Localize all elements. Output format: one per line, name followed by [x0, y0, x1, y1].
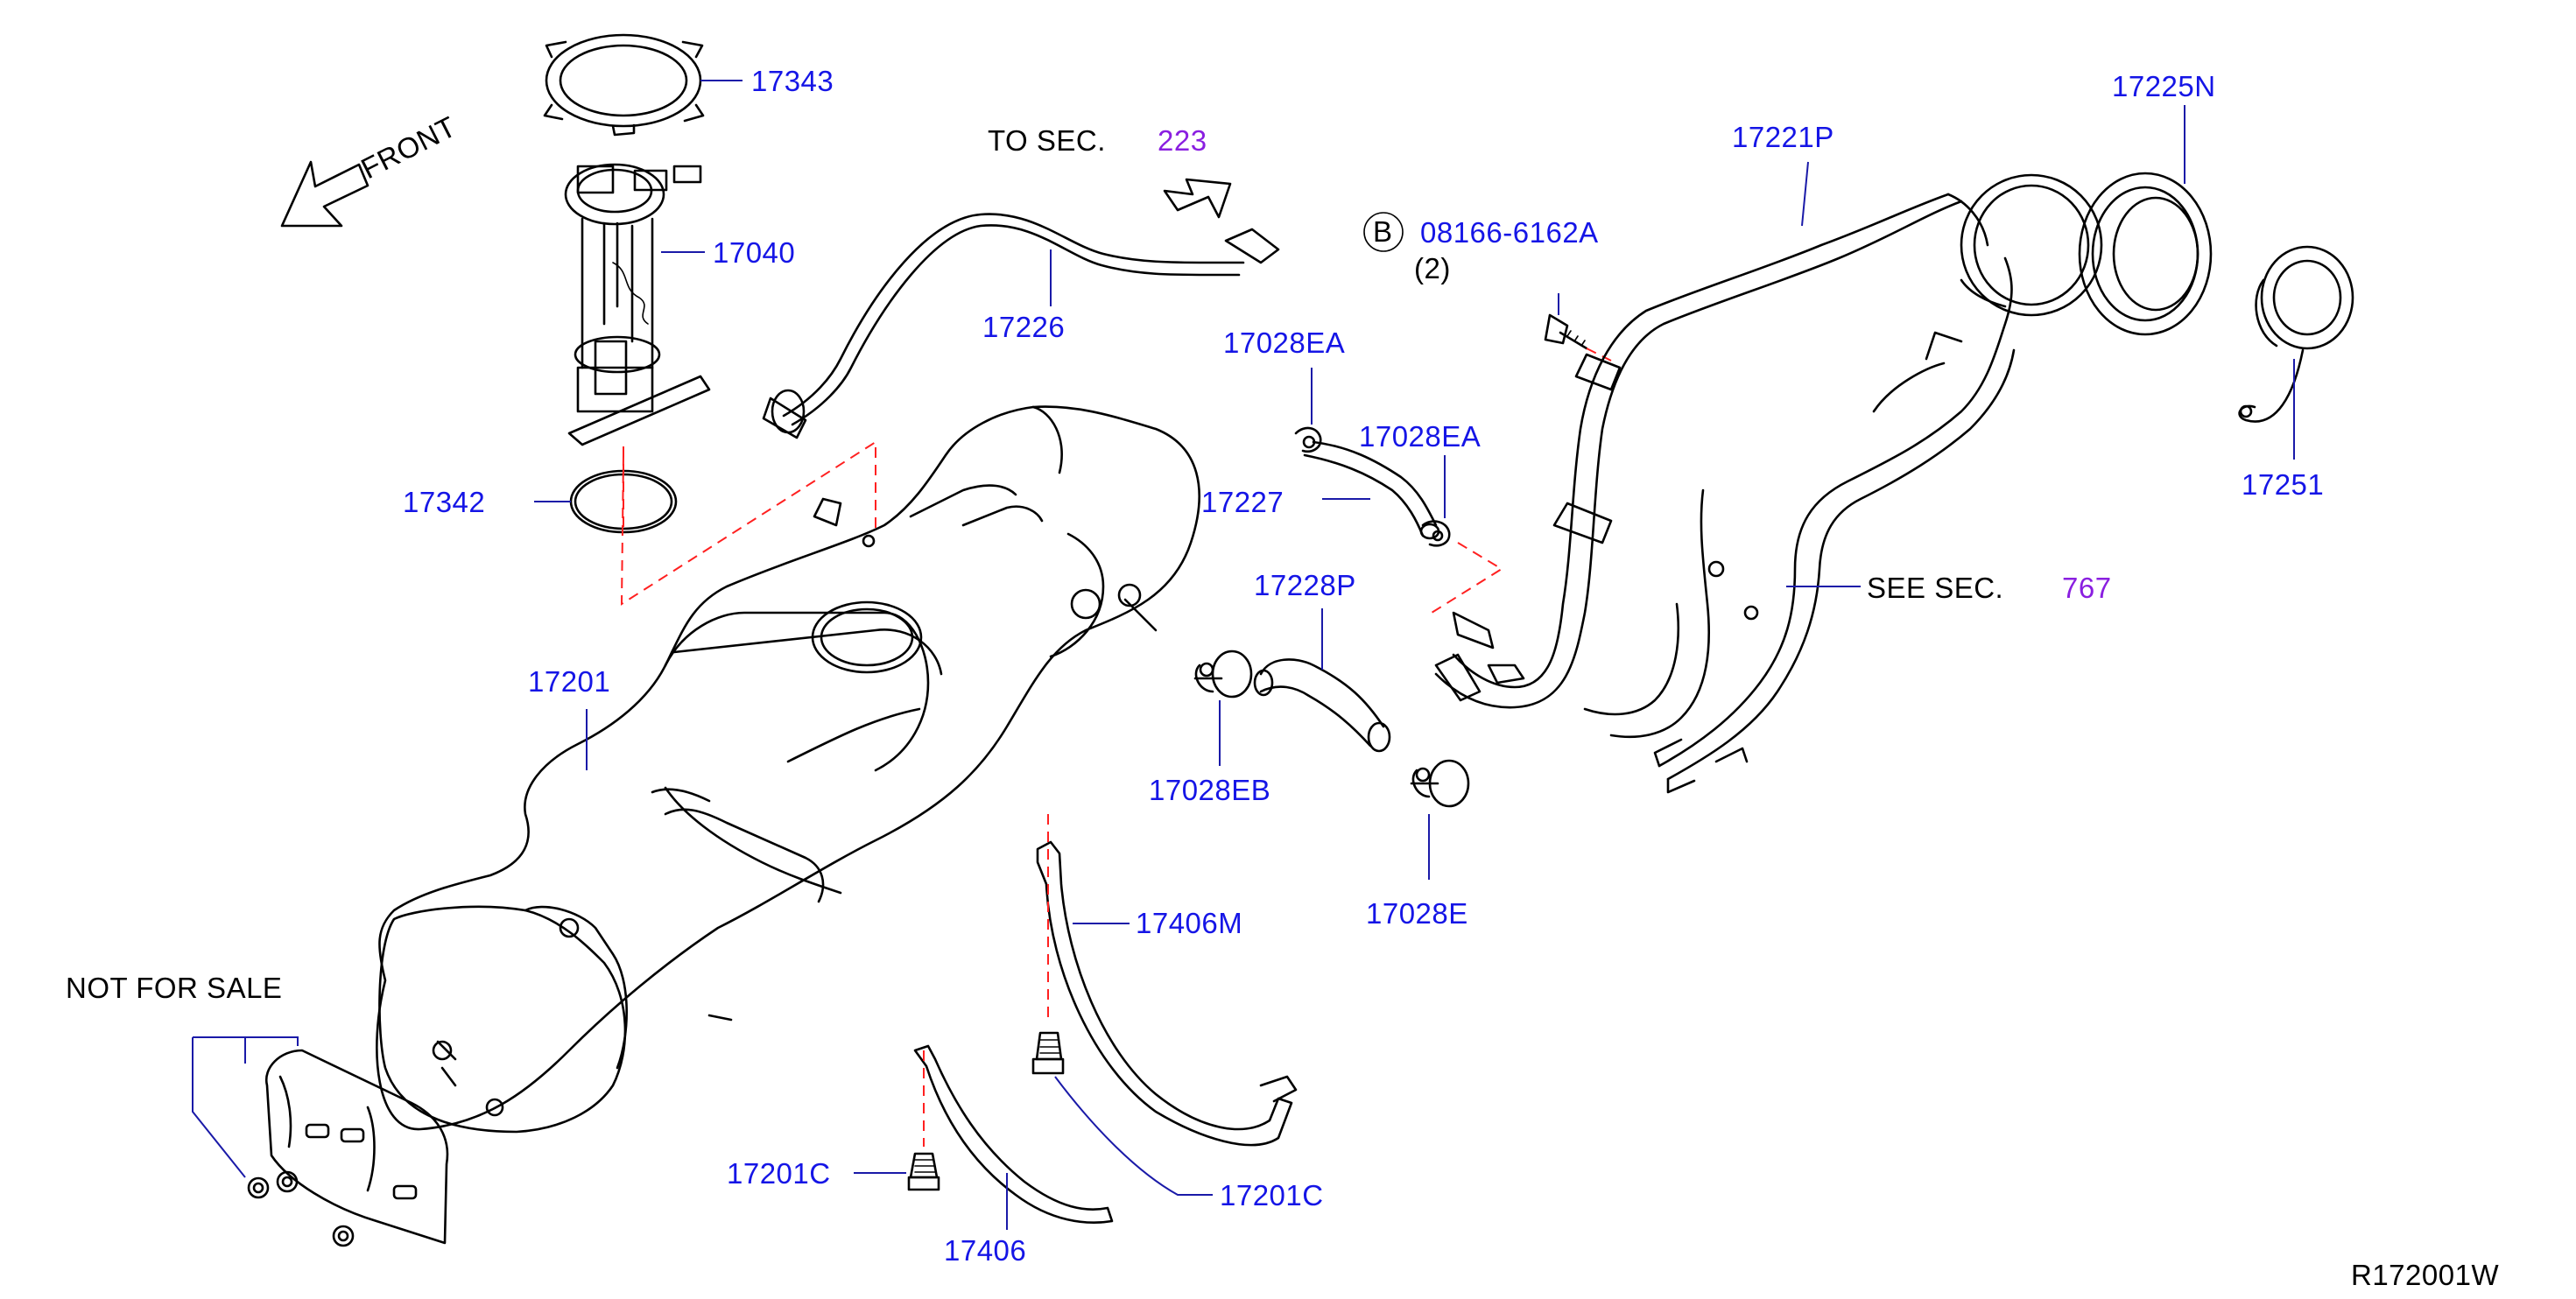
part-label-17028E[interactable]: 17028E [1366, 897, 1468, 930]
part-label-17228P[interactable]: 17228P [1254, 569, 1356, 601]
part-label-17040[interactable]: 17040 [713, 236, 795, 269]
part-label-17201[interactable]: 17201 [528, 665, 610, 698]
part-label-17343[interactable]: 17343 [751, 65, 834, 97]
bolt-17201C-left-part [907, 1152, 940, 1191]
leader-17221P [1801, 161, 1809, 227]
part-label-17028EA-upper[interactable]: 17028EA [1223, 327, 1345, 359]
clip-17028EB-part [1193, 650, 1253, 699]
bolt-circle-letter: B [1373, 215, 1393, 248]
part-label-17201C-left[interactable]: 17201C [727, 1157, 831, 1190]
hose-alignment-dashes [1431, 542, 1503, 614]
part-label-17342[interactable]: 17342 [403, 486, 485, 518]
part-label-17221P[interactable]: 17221P [1732, 121, 1834, 153]
part-label-17201C-right[interactable]: 17201C [1220, 1179, 1324, 1211]
front-label: FRONT [355, 110, 461, 186]
to-sec-link-223[interactable]: 223 [1158, 124, 1207, 157]
hose-17228P-part [1253, 658, 1391, 753]
fuel-pump-17040-part [564, 163, 711, 446]
see-sec-label: SEE SEC. [1867, 572, 2003, 604]
part-label-08166-6162A[interactable]: 08166-6162A [1420, 216, 1599, 249]
filler-tube-17221P-part [1434, 173, 2103, 739]
clip-17028EA-lower-part [1421, 520, 1451, 547]
to-sec-arrow-icon [1163, 178, 1232, 219]
hose-17227-part [1303, 440, 1440, 540]
bolt-17201C-right-part [1031, 1031, 1065, 1075]
part-label-17227[interactable]: 17227 [1201, 486, 1284, 518]
clip-17028E-part [1410, 759, 1470, 808]
lock-ring-17343-part [543, 33, 705, 137]
part-label-17225N[interactable]: 17225N [2112, 70, 2216, 102]
part-label-17226[interactable]: 17226 [982, 311, 1065, 343]
clip-17028EA-upper-part [1294, 426, 1322, 453]
part-label-17028EB[interactable]: 17028EB [1149, 774, 1270, 806]
bolt-circle-marker [1363, 212, 1404, 252]
strap-17406M-part [1036, 840, 1298, 1147]
shield-not-for-sale-part [247, 1049, 449, 1247]
fuel-tank-17201-part [376, 405, 1200, 1134]
part-label-17028EA-lower[interactable]: 17028EA [1359, 420, 1481, 453]
part-label-17406[interactable]: 17406 [944, 1234, 1026, 1267]
fuel-cap-17251-part [2238, 245, 2354, 423]
filler-bracket-part [1653, 256, 2016, 794]
seal-17225N-part [2078, 172, 2213, 336]
pump-alignment-dashes [620, 440, 876, 606]
to-sec-label: TO SEC. [988, 124, 1106, 157]
front-arrow-icon [280, 160, 370, 228]
leader-17201C-right [1054, 1076, 1213, 1196]
leader-not-for-sale [192, 1036, 299, 1178]
strap-17406-part [913, 1044, 1114, 1224]
bolt-08166-6162A-part [1544, 313, 1588, 350]
part-label-17406M[interactable]: 17406M [1136, 907, 1242, 939]
vent-tube-17226-part [762, 213, 1280, 439]
not-for-sale-label: NOT FOR SALE [66, 972, 282, 1004]
part-label-17251[interactable]: 17251 [2242, 468, 2324, 501]
bolt-alignment-dashes [1586, 348, 1612, 362]
diagram-id: R172001W [2351, 1259, 2499, 1291]
see-sec-link-767[interactable]: 767 [2062, 572, 2112, 604]
bolt-quantity: (2) [1414, 252, 1451, 284]
